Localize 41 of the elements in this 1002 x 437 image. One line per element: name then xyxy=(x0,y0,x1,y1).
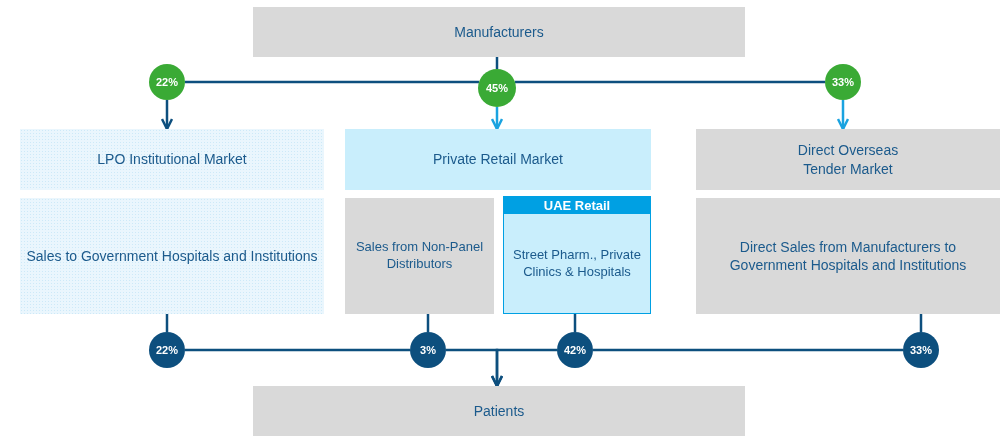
channel-box xyxy=(345,198,494,314)
percentage-label: 45% xyxy=(486,80,508,96)
connector-line xyxy=(593,348,903,352)
box-label: Street Pharm., Private Clinics & Hospitals xyxy=(512,246,642,281)
arrow xyxy=(490,348,557,388)
market-box xyxy=(696,129,1000,190)
box-label: Sales to Government Hospitals and Institutions xyxy=(25,246,319,266)
process-box xyxy=(253,7,745,57)
connector-line xyxy=(185,80,479,84)
market-box xyxy=(20,129,324,190)
percentage-circle xyxy=(149,64,185,100)
box-label: Direct Sales from Manufacturers to Government Hospitals and Institutions xyxy=(728,237,968,275)
box-label: LPO Institutional Market xyxy=(96,150,248,169)
box-label: Sales from Non-Panel Distributors xyxy=(354,239,485,273)
arrow xyxy=(836,100,850,131)
percentage-circle xyxy=(903,332,939,368)
arrow xyxy=(160,100,174,131)
percentage-label: 33% xyxy=(832,74,854,90)
percentage-label: 3% xyxy=(420,342,436,358)
market-box xyxy=(345,129,651,190)
percentage-circle xyxy=(825,64,861,100)
channel-box xyxy=(20,198,324,314)
box-heading: UAE Retail xyxy=(504,197,650,214)
connector-line xyxy=(185,348,410,352)
percentage-label: 22% xyxy=(156,342,178,358)
channel-box xyxy=(503,196,651,314)
box-label: Manufacturers xyxy=(453,22,545,42)
box-label: Direct Overseas Tender Market xyxy=(796,141,900,178)
percentage-circle xyxy=(410,332,446,368)
percentage-circle xyxy=(149,332,185,368)
arrow xyxy=(490,107,504,131)
connector-line xyxy=(515,80,825,84)
percentage-circle xyxy=(557,332,593,368)
channel-box xyxy=(696,198,1000,314)
process-box xyxy=(253,386,745,436)
percentage-label: 33% xyxy=(910,342,932,358)
box-label: Patients xyxy=(472,401,526,421)
box-label: Private Retail Market xyxy=(432,150,564,169)
percentage-label: 22% xyxy=(156,74,178,90)
percentage-label: 42% xyxy=(564,342,586,358)
percentage-circle xyxy=(478,69,516,107)
